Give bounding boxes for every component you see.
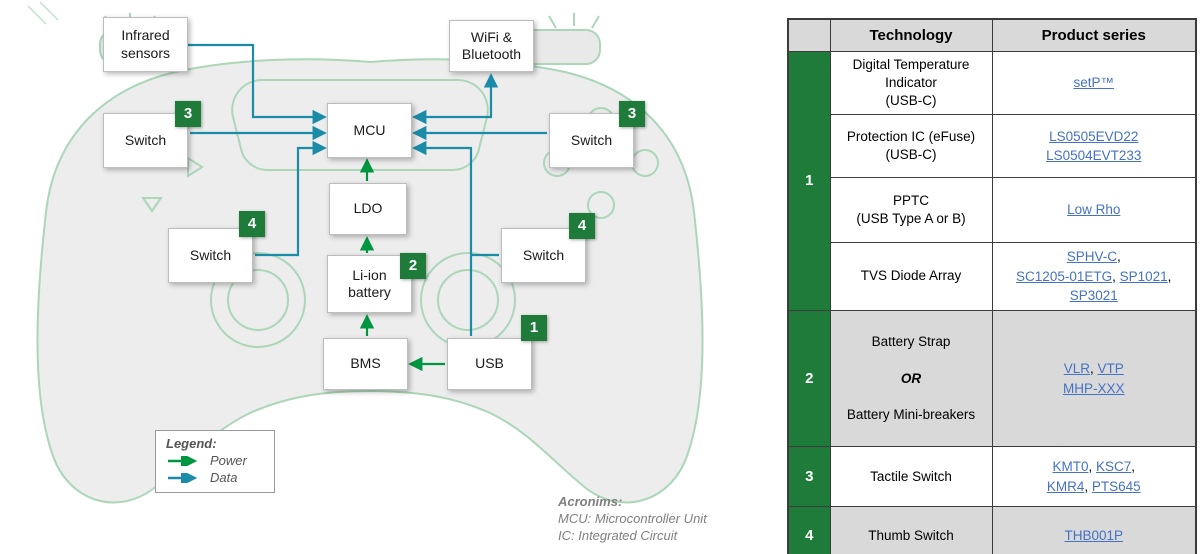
power-arrow-icon [168,455,198,466]
technology-line: Battery Mini-breakers [846,406,976,422]
block-switch-top-right: Switch 3 [549,101,645,168]
technology-line: Battery Strap [871,334,951,350]
block-label: LDO [353,200,383,217]
product-link[interactable]: THB001P [1064,527,1124,543]
technology-cell: PPTC (USB Type A or B) [829,177,993,244]
block-li-ion-battery: Li-ion battery 2 [327,253,426,313]
group-number-4: 4 [787,506,831,554]
acronyms-title: Acronims: [558,494,623,509]
technology-cell: Digital Temperature Indicator (USB-C) [829,50,993,116]
block-label: Infrared sensors [120,27,171,61]
product-link[interactable]: SP3021 [1069,288,1118,304]
legend: Legend: Power Data [155,430,275,493]
legend-title: Legend: [166,436,217,451]
block-label: Li-ion battery [348,266,391,301]
block-switch-bottom-right: Switch 4 [501,213,595,283]
table-row: Protection IC (eFuse) (USB-C) LS0505EVD2… [788,114,1197,179]
technology-cell: Thumb Switch [829,506,993,554]
table-row: 1 Digital Temperature Indicator (USB-C) … [787,50,1197,311]
table-row: 4 Thumb Switch THB001P [787,506,1197,554]
block-label: Switch [570,131,613,148]
data-arrow-infrared-to-mcu [188,43,327,125]
product-cell: SPHV-C,SC1205-01ETG, SP1021,SP3021 [991,242,1197,311]
table-row: 3 Tactile Switch KMT0, KSC7,KMR4, PTS645 [787,446,1197,508]
block-label: Switch [124,131,167,148]
group-number-1: 1 [787,50,831,311]
product-link[interactable]: SPHV-C [1066,249,1117,265]
legend-power-label: Power [210,453,247,468]
block-ldo: LDO [329,183,407,235]
block-label: Switch [522,246,565,263]
table-row: 2 Battery Strap OR Battery Mini-breakers… [787,309,1197,448]
technology-cell: TVS Diode Array [829,242,993,311]
product-cell: Low Rho [991,177,1197,244]
block-infrared-sensors: Infrared sensors [103,17,188,72]
data-arrow-switch4-left-to-mcu [255,140,327,257]
product-series-table: Technology Product series 1 Digital Temp… [787,18,1197,554]
group-number-3: 3 [787,446,831,508]
product-link[interactable]: VTP [1097,361,1124,377]
number-badge-2: 2 [400,253,426,279]
data-arrow-usb-to-mcu [412,140,473,336]
connection-arrows [188,43,547,372]
table-header-row: Technology Product series [787,18,1197,52]
block-wifi-bluetooth: WiFi & Bluetooth [449,20,534,72]
product-cell: KMT0, KSC7,KMR4, PTS645 [991,446,1197,508]
block-label: WiFi & Bluetooth [461,28,522,63]
product-link[interactable]: setP™ [1073,75,1114,91]
legend-data-label: Data [210,470,238,485]
corner-cell [787,18,831,52]
data-arrow-icon [168,472,198,483]
acronym-mcu: MCU: Microcontroller Unit [558,510,707,526]
number-badge-4: 4 [569,213,595,239]
col-header-product-series: Product series [991,18,1197,52]
table-row: PPTC (USB Type A or B) Low Rho [788,177,1197,244]
col-header-technology: Technology [829,18,993,52]
technology-cell: Tactile Switch [829,446,993,508]
product-link[interactable]: KMR4 [1046,478,1085,494]
product-cell: setP™ [991,50,1197,116]
block-usb: USB 1 [447,315,547,390]
product-link[interactable]: PTS645 [1091,478,1141,494]
block-mcu: MCU [327,103,412,158]
product-link[interactable]: SP1021 [1119,268,1168,284]
table-row: TVS Diode Array SPHV-C,SC1205-01ETG, SP1… [788,242,1197,311]
technology-cell: Battery Strap OR Battery Mini-breakers [829,309,993,448]
block-label: Switch [189,246,232,263]
product-link[interactable]: LS0505EVD22 [1049,128,1139,144]
block-switch-bottom-left: Switch 4 [168,211,265,283]
acronym-ic: IC: Integrated Circuit [558,527,678,543]
product-link[interactable]: Low Rho [1067,202,1121,218]
product-link[interactable]: KMT0 [1052,459,1089,475]
product-link[interactable]: LS0504EVT233 [1046,148,1142,164]
technology-cell: Protection IC (eFuse) (USB-C) [829,114,993,179]
product-link[interactable]: SC1205-01ETG [1016,268,1113,284]
product-link[interactable]: KSC7 [1095,459,1132,475]
number-badge-1: 1 [521,315,547,341]
group-number-2: 2 [787,309,831,448]
block-label: MCU [353,121,386,138]
product-cell: THB001P [991,506,1197,554]
product-link[interactable]: VLR [1063,361,1090,377]
block-label: BMS [350,355,381,372]
acronyms-note: Acronims: MCU: Microcontroller Unit IC: … [558,494,707,545]
block-bms: BMS [323,338,408,390]
technology-or: OR [900,370,922,386]
number-badge-4: 4 [239,211,265,237]
data-arrow-mcu-wifi [412,73,499,125]
product-link[interactable]: MHP-XXX [1062,380,1125,396]
number-badge-3: 3 [619,101,645,127]
number-badge-3: 3 [175,101,201,127]
block-switch-top-left: Switch 3 [103,101,201,168]
block-label: USB [475,355,504,372]
